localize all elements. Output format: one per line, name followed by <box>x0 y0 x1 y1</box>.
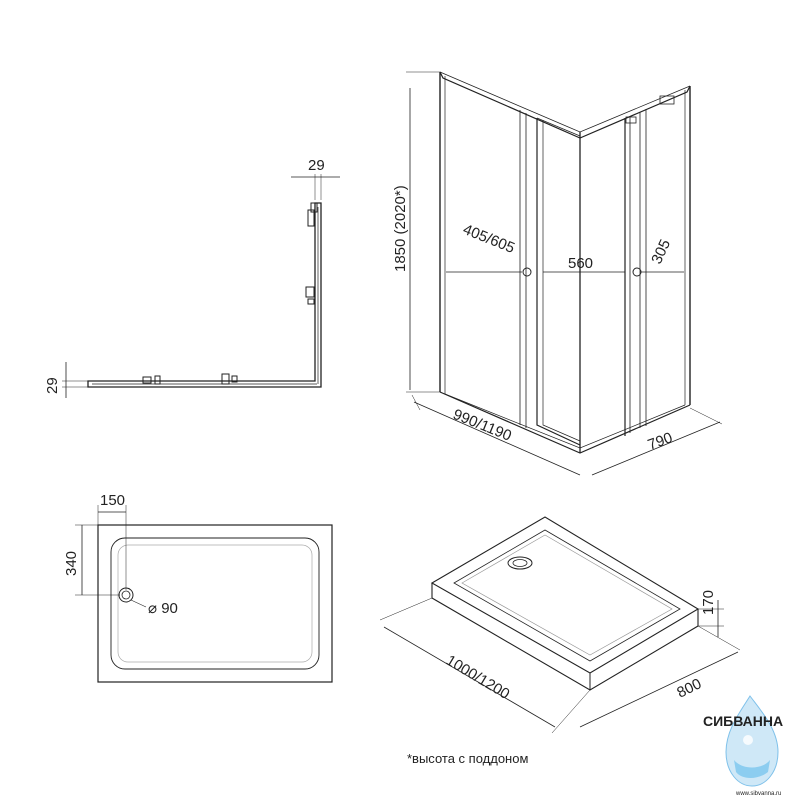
plan-roller <box>231 375 238 383</box>
plan-roller <box>154 375 161 385</box>
drain <box>118 587 134 603</box>
dim-drain-diameter: ⌀ 90 <box>148 600 178 617</box>
plan-roller <box>142 376 152 384</box>
footnote: *высота с поддоном <box>407 751 528 766</box>
plan-profile <box>87 202 322 388</box>
plan-dim-left: 29 <box>44 377 61 394</box>
tray-top-view <box>75 505 333 683</box>
plan-roller <box>305 286 315 298</box>
dim-long-side: 990/1190 <box>451 406 514 445</box>
dim-height: 1850 (2020*) <box>392 185 409 272</box>
tray-outline <box>97 524 333 683</box>
brand-logo: СИБВАННА www.sibvanna.ru <box>703 695 783 797</box>
dim-tray-width: 800 <box>674 675 704 701</box>
plan-roller <box>307 298 315 305</box>
brand-url: www.sibvanna.ru <box>735 791 781 797</box>
plan-dim-top: 29 <box>308 157 325 174</box>
tray-iso <box>379 516 741 734</box>
dim-door-opening: 560 <box>568 255 593 272</box>
brand-name: СИБВАННА <box>703 713 783 729</box>
tray-drain <box>507 556 533 570</box>
dim-fixed-panel: 305 <box>648 237 674 267</box>
enclosure-iso <box>406 71 723 476</box>
tray-basin <box>110 537 320 670</box>
dim-drain-y: 340 <box>63 551 80 576</box>
door-handle <box>522 267 532 277</box>
dim-short-side: 790 <box>646 429 675 454</box>
plan-view <box>62 174 340 398</box>
dim-door-panel: 405/605 <box>461 221 518 257</box>
dim-tray-height: 170 <box>700 590 717 615</box>
dim-tray-length: 1000/1200 <box>443 652 513 703</box>
plan-roller <box>307 209 315 227</box>
plan-roller <box>221 373 230 385</box>
dim-drain-x: 150 <box>100 492 125 509</box>
